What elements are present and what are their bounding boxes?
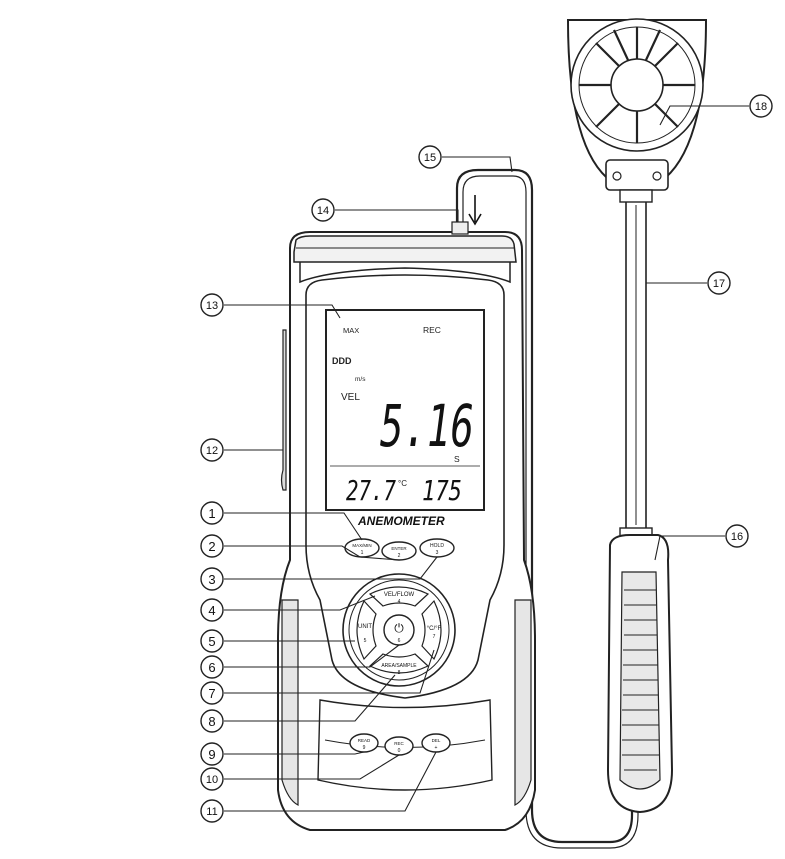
svg-text:1: 1 (208, 506, 215, 521)
svg-text:6: 6 (398, 638, 401, 644)
cf-button[interactable]: °C/°F 7 (421, 599, 442, 661)
unit-button[interactable]: UNIT 5 (356, 599, 377, 661)
areasample-button[interactable]: AREA/SAMPLE 8 (368, 653, 430, 676)
side-grip-right (514, 599, 532, 806)
svg-text:ENTER: ENTER (391, 546, 407, 551)
svg-text:VEL/FLOW: VEL/FLOW (384, 592, 415, 598)
lcd-battery: DDD (332, 356, 352, 366)
svg-text:5: 5 (364, 638, 367, 644)
probe-cable (455, 168, 634, 844)
probe-connector (451, 221, 469, 235)
svg-text:13: 13 (206, 300, 218, 312)
svg-text:8: 8 (208, 714, 215, 729)
svg-text:READ: READ (358, 738, 371, 743)
svg-text:MAX/MIN: MAX/MIN (352, 543, 371, 548)
callout-7: 7 (200, 681, 224, 705)
callout-11: 11 (200, 799, 224, 823)
callout-10: 10 (200, 767, 224, 791)
callout-8: 8 (200, 709, 224, 733)
enter-button[interactable]: ENTER 2 (381, 541, 417, 561)
svg-text:10: 10 (206, 774, 218, 786)
svg-text:5: 5 (208, 634, 215, 649)
power-button[interactable]: ⏻ 6 (383, 614, 415, 646)
lcd-rec: REC (423, 325, 441, 335)
lcd-display: MAX REC DDD m/s VEL 5.16 S 27.7 °C 175 (325, 309, 485, 511)
power-icon: ⏻ (394, 621, 404, 635)
svg-text:AREA/SAMPLE: AREA/SAMPLE (381, 663, 417, 669)
del-button[interactable]: DEL + (421, 733, 451, 753)
svg-text:16: 16 (731, 531, 743, 543)
svg-text:3: 3 (208, 572, 215, 587)
callout-12: 12 (200, 438, 224, 462)
callout-3: 3 (200, 567, 224, 591)
callout-17: 17 (707, 271, 731, 295)
svg-text:9: 9 (208, 747, 215, 762)
read-button[interactable]: READ 9 (349, 733, 379, 753)
svg-text:HOLD: HOLD (430, 543, 444, 549)
rec-button[interactable]: REC 0 (384, 736, 414, 756)
svg-text:14: 14 (317, 205, 329, 217)
callout-1: 1 (200, 501, 224, 525)
svg-text:2: 2 (208, 539, 215, 554)
callout-6: 6 (200, 655, 224, 679)
lcd-unit: m/s (355, 376, 366, 383)
maxmin-button[interactable]: MAX/MIN 1 (344, 538, 380, 558)
svg-text:15: 15 (424, 152, 436, 164)
callout-18: 18 (749, 94, 773, 118)
svg-text:8: 8 (398, 670, 401, 676)
svg-text:12: 12 (206, 445, 218, 457)
callout-5: 5 (200, 629, 224, 653)
lcd-s-indicator: S (454, 454, 460, 464)
svg-text:9: 9 (363, 745, 366, 751)
lcd-mode: VEL (341, 392, 360, 403)
svg-text:+: + (435, 745, 438, 751)
svg-text:11: 11 (206, 806, 217, 818)
lcd-max: MAX (343, 326, 359, 335)
svg-text:REC: REC (394, 741, 404, 746)
callout-2: 2 (200, 534, 224, 558)
svg-text:7: 7 (433, 634, 436, 640)
svg-text:18: 18 (755, 101, 767, 113)
svg-text:17: 17 (713, 278, 725, 290)
lcd-main-value: 5.16 (380, 392, 474, 460)
callout-14: 14 (311, 198, 335, 222)
svg-text:2: 2 (398, 553, 401, 559)
callout-4: 4 (200, 598, 224, 622)
callout-13: 13 (200, 293, 224, 317)
svg-text:DEL: DEL (432, 738, 441, 743)
svg-text:4: 4 (208, 603, 215, 618)
lcd-secondary-value: 175 (422, 474, 462, 507)
svg-text:UNIT: UNIT (358, 624, 372, 630)
callout-16: 16 (725, 524, 749, 548)
lcd-temp-value: 27.7 (346, 474, 396, 507)
svg-text:7: 7 (208, 686, 215, 701)
svg-text:4: 4 (398, 599, 401, 605)
svg-text:1: 1 (361, 550, 364, 556)
callout-9: 9 (200, 742, 224, 766)
side-grip-left (281, 599, 299, 806)
svg-text:6: 6 (208, 660, 215, 675)
svg-text:3: 3 (436, 550, 439, 556)
velflow-button[interactable]: VEL/FLOW 4 (368, 586, 430, 607)
callout-15: 15 (418, 145, 442, 169)
brand-label: ANEMOMETER (357, 514, 445, 528)
hold-button[interactable]: HOLD 3 (419, 538, 455, 558)
connector-arrow-icon (468, 195, 482, 226)
svg-text:0: 0 (398, 748, 401, 754)
lcd-temp-unit: °C (398, 479, 407, 488)
svg-text:°C/°F: °C/°F (427, 626, 442, 632)
vane-probe (566, 18, 708, 814)
